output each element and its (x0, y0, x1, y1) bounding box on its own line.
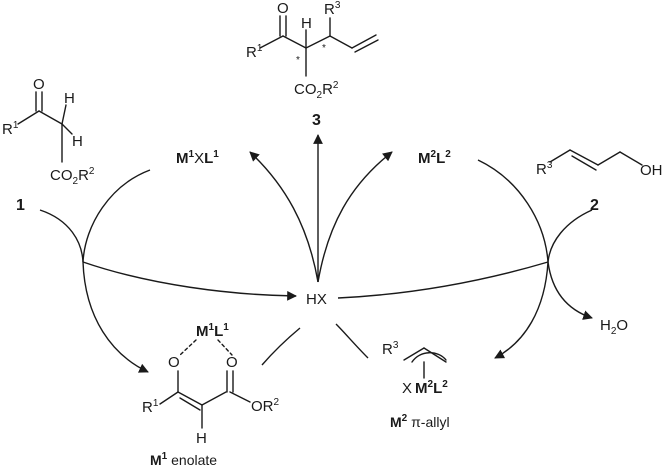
enolate-oxygen-right: O (226, 354, 238, 371)
ketoester-h-bottom: H (72, 133, 83, 150)
enolate-caption: M1 enolate (150, 451, 217, 468)
enolate-ester: OR2 (251, 397, 280, 415)
m1-enolate-intermediate: M1L1 O O R1 H OR2 M1 enolate (142, 322, 280, 468)
water-label: H2O (600, 317, 628, 337)
enolate-r1: R1 (142, 398, 159, 416)
enolate-metal-label: M1L1 (196, 322, 229, 340)
enolate-oxygen-left: O (168, 354, 180, 371)
product-oxygen: O (277, 0, 289, 17)
right-to-hx-line (337, 261, 549, 299)
hx-label: HX (306, 291, 327, 308)
product-r1: R1 (246, 43, 263, 61)
allyl-r3: R3 (536, 160, 553, 178)
enolate-to-hx-arc (261, 327, 301, 366)
product-r3: R3 (324, 0, 341, 18)
product-h: H (301, 15, 312, 32)
ketoester-oxygen: O (33, 76, 45, 93)
left-cycle-upper-arc (82, 169, 151, 263)
pi-allyl-r3: R3 (382, 340, 399, 358)
enolate-h: H (196, 430, 207, 447)
compound-1-number: 1 (16, 197, 25, 214)
compound-1-ketoester: O H H R1 CO2R2 1 (2, 76, 95, 214)
arrow-to-water (547, 261, 593, 320)
product-stereocenter-1: * (296, 55, 300, 66)
arrow-to-enolate (82, 261, 149, 373)
compound-2-allyl-alcohol: R3 OH 2 (536, 149, 663, 214)
compound-3-product: O H R1 R3 * * CO2R2 3 (246, 0, 379, 129)
pi-allyl-caption: M2 π-allyl (390, 413, 450, 430)
substrate-2-entry-arc (547, 209, 593, 263)
ketoester-h-top: H (64, 90, 75, 107)
product-stereocenter-2: * (322, 43, 326, 54)
right-cycle-upper-arc (477, 159, 549, 263)
pi-allyl-to-hx-arc (335, 323, 369, 359)
arrow-to-m1-catalyst (249, 151, 319, 283)
arrow-to-m2-catalyst (317, 151, 393, 283)
arrow-to-pi-allyl (494, 261, 549, 359)
substrate-1-entry-arc (39, 209, 84, 263)
ketoester-r1: R1 (2, 120, 19, 138)
left-to-hx-arrow (82, 261, 297, 301)
product-ester: CO2R2 (294, 80, 339, 101)
m1-catalyst-label: M1XL1 (176, 149, 219, 167)
m2-catalyst-label: M2L2 (418, 149, 451, 167)
ketoester-ester: CO2R2 (50, 166, 95, 187)
allyl-hydroxyl: OH (640, 162, 663, 179)
compound-2-number: 2 (590, 197, 599, 214)
compound-3-number: 3 (312, 112, 321, 129)
